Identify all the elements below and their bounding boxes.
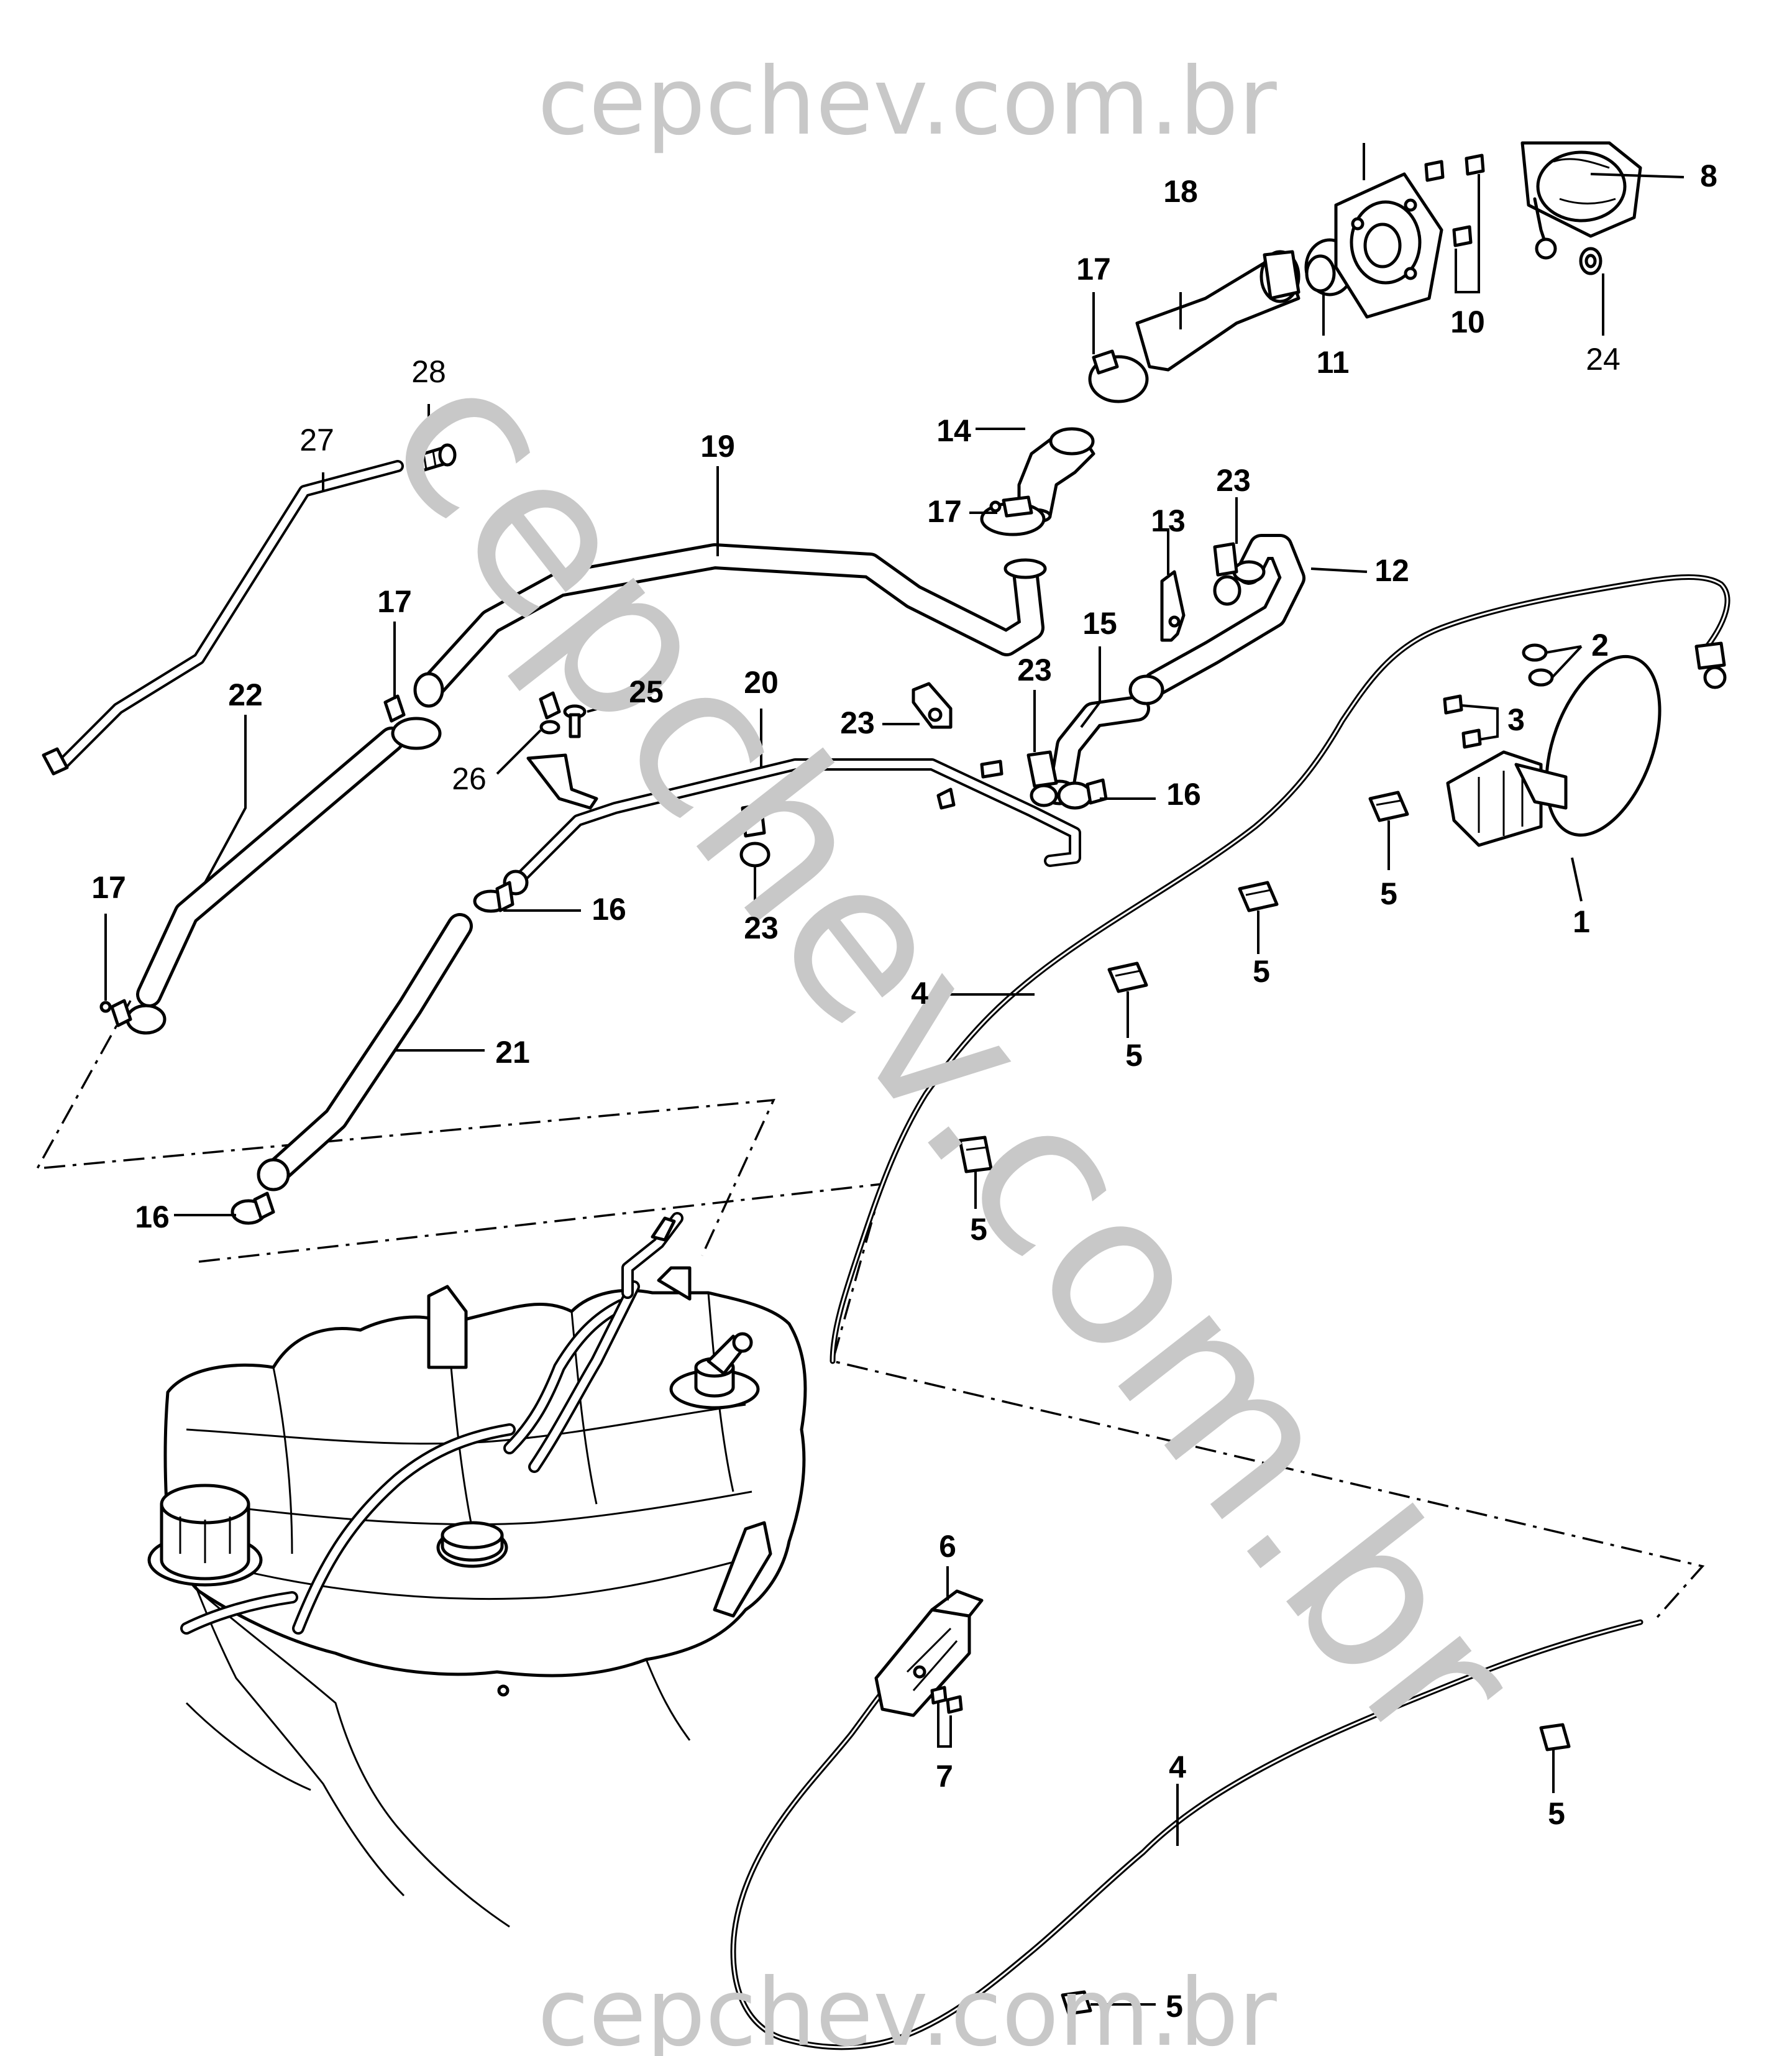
- clip-5-a: [1368, 791, 1409, 822]
- screws-3: [1443, 694, 1499, 749]
- release-cable-4: [830, 574, 1730, 1364]
- callout-15: 15: [1082, 606, 1117, 641]
- callout-1: 1: [1573, 904, 1590, 939]
- callout-11: 11: [1317, 345, 1350, 380]
- clip-5-d: [958, 1136, 993, 1173]
- callout-27: 27: [299, 423, 334, 457]
- watermark-top: cepchev.com.br: [537, 48, 1277, 156]
- callout-20: 20: [744, 665, 779, 700]
- callout-23-d: 23: [1216, 463, 1251, 498]
- callout-22: 22: [228, 677, 263, 712]
- clip-23-b: [1026, 750, 1058, 807]
- clamp-17-top: [1088, 349, 1149, 403]
- callout-25: 25: [629, 674, 664, 709]
- release-cable-4-lower: [730, 1619, 1643, 2050]
- screws-7: [930, 1686, 963, 1748]
- filler-cap-8: [1520, 141, 1642, 260]
- callout-17-lower: 17: [91, 870, 126, 905]
- clips-2: [1522, 643, 1583, 687]
- assembly-lines: [35, 1000, 1705, 1623]
- callout-5-f: 5: [1166, 1989, 1183, 2024]
- callout-4-lower: 4: [1169, 1750, 1186, 1784]
- pipe-20: [503, 758, 1081, 896]
- callout-28: 28: [411, 354, 446, 389]
- watermark-bottom: cepchev.com.br: [537, 1959, 1277, 2056]
- callout-17-top: 17: [1076, 252, 1111, 287]
- clip-23-d: [1213, 542, 1241, 606]
- tank-filler-neck: [669, 1332, 760, 1410]
- tank-access-cap: [436, 1521, 508, 1568]
- callout-17-elbow: 17: [927, 494, 962, 529]
- fuel-door-1: [1446, 654, 1662, 847]
- clip-24: [1579, 247, 1602, 275]
- fitting-28: [411, 443, 457, 474]
- hose-12: [1128, 534, 1305, 705]
- release-handle-6: [874, 1589, 984, 1717]
- callout-13: 13: [1151, 503, 1186, 538]
- callout-18: 18: [1163, 174, 1198, 209]
- clamp-16-lower: [231, 1191, 275, 1225]
- callout-24: 24: [1586, 342, 1621, 377]
- clip-5-e: [1539, 1723, 1571, 1751]
- callout-14: 14: [936, 413, 971, 448]
- callout-7: 7: [936, 1759, 953, 1794]
- callout-21: 21: [495, 1035, 530, 1070]
- callout-12: 12: [1374, 553, 1409, 588]
- clamp-17-lower: [99, 999, 167, 1035]
- fuel-pump-module: [147, 1484, 263, 1587]
- callout-3: 3: [1507, 702, 1525, 737]
- callout-4-upper: 4: [911, 976, 928, 1011]
- clamp-17-upper: [980, 495, 1046, 536]
- grommet-11: [1304, 238, 1355, 296]
- clip-5-c: [1107, 961, 1148, 993]
- callout-23-c: 23: [744, 911, 779, 945]
- callout-5-a: 5: [1380, 876, 1397, 911]
- callout-19: 19: [700, 429, 735, 464]
- callout-26: 26: [452, 761, 487, 796]
- callout-5-e: 5: [1548, 1796, 1565, 1831]
- clip-5-b: [1238, 881, 1279, 912]
- clamp-16-mid: [473, 881, 514, 913]
- callout-16-mid: 16: [592, 892, 626, 927]
- callout-23-b: 23: [1017, 653, 1052, 687]
- filler-pipe-18: [1135, 250, 1301, 372]
- bracket-13: [1160, 570, 1186, 642]
- callout-16-lower: 16: [135, 1200, 170, 1234]
- callout-8: 8: [1700, 158, 1717, 193]
- hose-27: [42, 460, 404, 776]
- clamp-16-upper: [1057, 778, 1108, 810]
- callout-6: 6: [939, 1529, 956, 1564]
- callout-23-a: 23: [840, 705, 875, 740]
- callout-5-d: 5: [970, 1212, 987, 1247]
- hose-19: [413, 543, 1047, 708]
- callout-numbers: 1 2 3 4 4 5 5 5 5 5 5 6 7 8 10 11 12 13 …: [91, 158, 1717, 2024]
- callout-10: 10: [1450, 305, 1485, 339]
- clip-5-f: [1061, 1990, 1092, 2016]
- hose-21: [257, 913, 473, 1191]
- hose-22: [136, 727, 405, 1007]
- screws-10: [1424, 154, 1485, 293]
- clamp-17-mid: [383, 694, 442, 750]
- callout-5-b: 5: [1253, 954, 1270, 989]
- fuel-tank: [147, 1212, 807, 1928]
- bracket-pipe-20: [526, 753, 598, 810]
- callout-5-c: 5: [1125, 1038, 1143, 1073]
- leader-lines: [104, 173, 1685, 2006]
- callout-16-upper: 16: [1166, 777, 1201, 812]
- filler-housing: [1334, 143, 1443, 319]
- clip-26: [539, 691, 561, 735]
- callout-2: 2: [1591, 628, 1609, 663]
- bolt-25: [563, 704, 587, 738]
- clip-23-a: [912, 682, 953, 729]
- clip-23-c: [739, 803, 770, 868]
- callout-17-mid: 17: [377, 584, 412, 619]
